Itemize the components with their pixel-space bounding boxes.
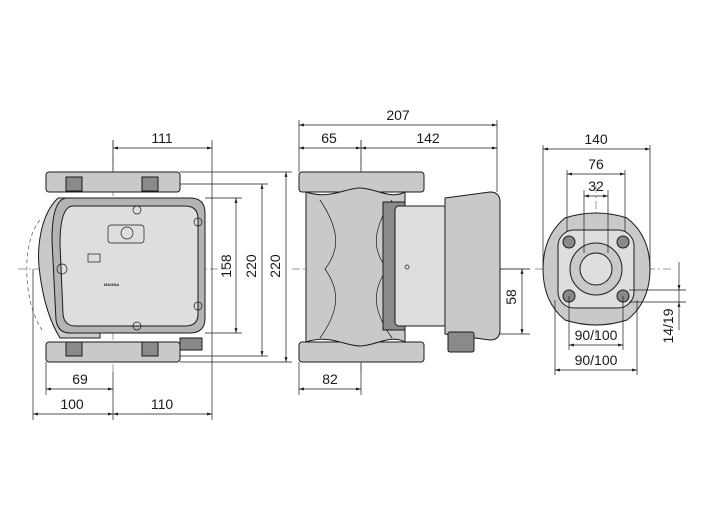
dim-label-82: 82 (322, 371, 338, 387)
front-control-face (59, 205, 199, 327)
dim-label-100: 100 (60, 396, 84, 412)
front-screw-bottom (132, 321, 142, 331)
front-brand-label: MAGNA (104, 282, 119, 287)
dim-label-32: 32 (588, 178, 604, 194)
side-view: 207 65 142 58 82 (292, 107, 530, 395)
front-volute-hidden (26, 219, 43, 331)
front-display (107, 224, 145, 244)
front-top-flange-nut-right (141, 176, 159, 192)
front-view: MAGNA 111 158 220 220 69 100 (18, 130, 292, 420)
dim-label-69: 69 (72, 371, 88, 387)
flange-bolt-hole-tl (562, 235, 576, 249)
front-screw-left (56, 263, 68, 275)
side-control-box (444, 191, 501, 341)
flange-bore (579, 252, 613, 286)
dim-label-140: 140 (584, 131, 608, 147)
flange-bolt-hole-tr (616, 235, 630, 249)
dim-label-110: 110 (151, 396, 174, 412)
dim-label-220-a: 220 (243, 254, 259, 278)
side-pump-body (305, 187, 406, 347)
dim-label-111: 111 (151, 130, 172, 146)
side-motor (394, 205, 448, 327)
front-bottom-flange-nut-right (141, 341, 159, 357)
dim-label-220-b: 220 (267, 254, 283, 278)
dim-label-65: 65 (321, 130, 337, 146)
front-bottom-flange-nut-left (65, 341, 83, 357)
dim-label-90-100-a: 90/100 (575, 327, 618, 343)
dim-label-14-19: 14/19 (660, 308, 676, 343)
dim-label-90-100-b: 90/100 (575, 352, 618, 368)
side-cable-outlet (447, 331, 475, 353)
dim-label-58: 58 (503, 289, 519, 305)
front-top-flange-nut-left (65, 176, 83, 192)
front-cable-outlet (179, 337, 203, 351)
front-button[interactable] (120, 226, 134, 240)
dim-label-158: 158 (218, 254, 234, 278)
side-volute-curve-left (319, 199, 337, 339)
flange-view: 140 76 32 90/100 90/100 14/19 (535, 131, 686, 375)
dim-label-142: 142 (416, 130, 440, 146)
side-motor-dot (404, 264, 410, 270)
front-screw-right-top (193, 217, 203, 227)
dim-label-207: 207 (386, 107, 410, 123)
front-leds (87, 253, 101, 263)
front-screw-top (132, 205, 142, 215)
front-screw-right-bottom (193, 301, 203, 311)
dim-label-76: 76 (588, 156, 604, 172)
